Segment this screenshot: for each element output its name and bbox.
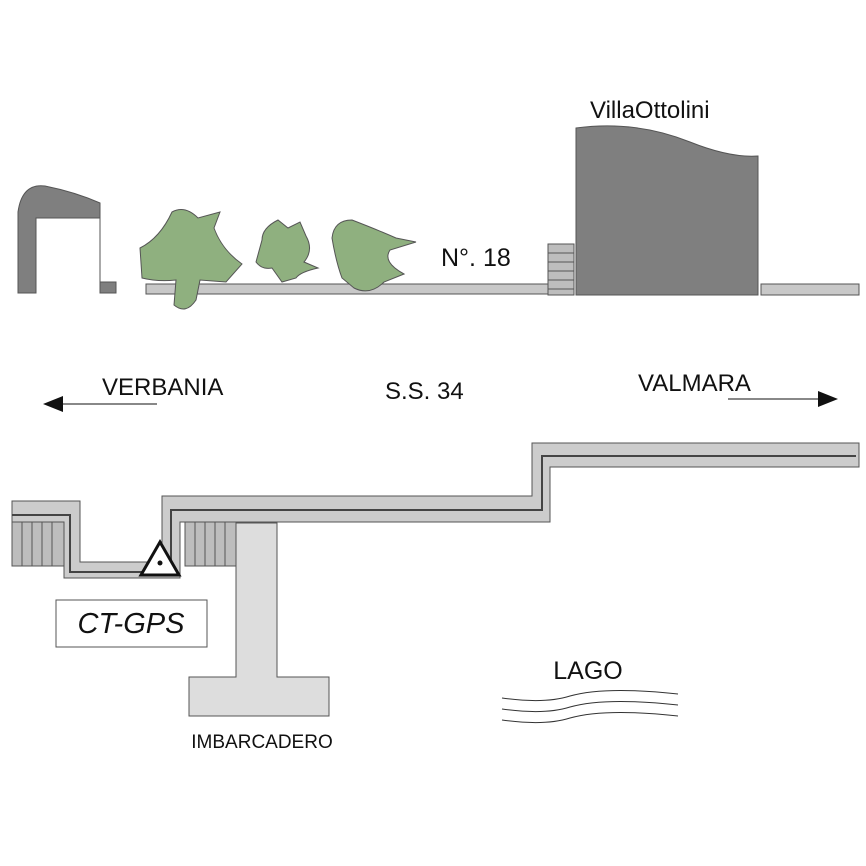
promenade-center-line — [12, 455, 856, 573]
arrow-right-icon — [818, 391, 838, 407]
valmara-label: VALMARA — [638, 370, 751, 397]
imbarcadero-pier — [188, 522, 330, 717]
tree-2 — [255, 219, 320, 283]
tree-1 — [139, 209, 243, 310]
house-number-label: N°. 18 — [441, 244, 511, 272]
roadside-wall-west — [145, 283, 551, 295]
villa-ottolini-building — [575, 125, 759, 296]
steps-west — [11, 521, 65, 567]
tree-3 — [331, 219, 417, 292]
arrow-left-icon — [43, 396, 63, 412]
road-label: S.S. 34 — [385, 378, 464, 405]
villa-label: VillaOttolini — [590, 97, 710, 124]
gate-structure — [17, 185, 117, 294]
ct-gps-box — [55, 599, 208, 648]
ct-gps-label: CT-GPS — [78, 608, 186, 640]
steps-pier — [184, 521, 237, 567]
station-marker-icon — [138, 538, 182, 577]
imbarcadero-label: IMBARCADERO — [191, 732, 332, 753]
verbania-label: VERBANIA — [102, 374, 223, 401]
villa-steps — [547, 243, 575, 296]
water-icon — [501, 689, 679, 724]
roadside-wall-east — [760, 283, 860, 296]
lago-label: LAGO — [553, 657, 622, 685]
